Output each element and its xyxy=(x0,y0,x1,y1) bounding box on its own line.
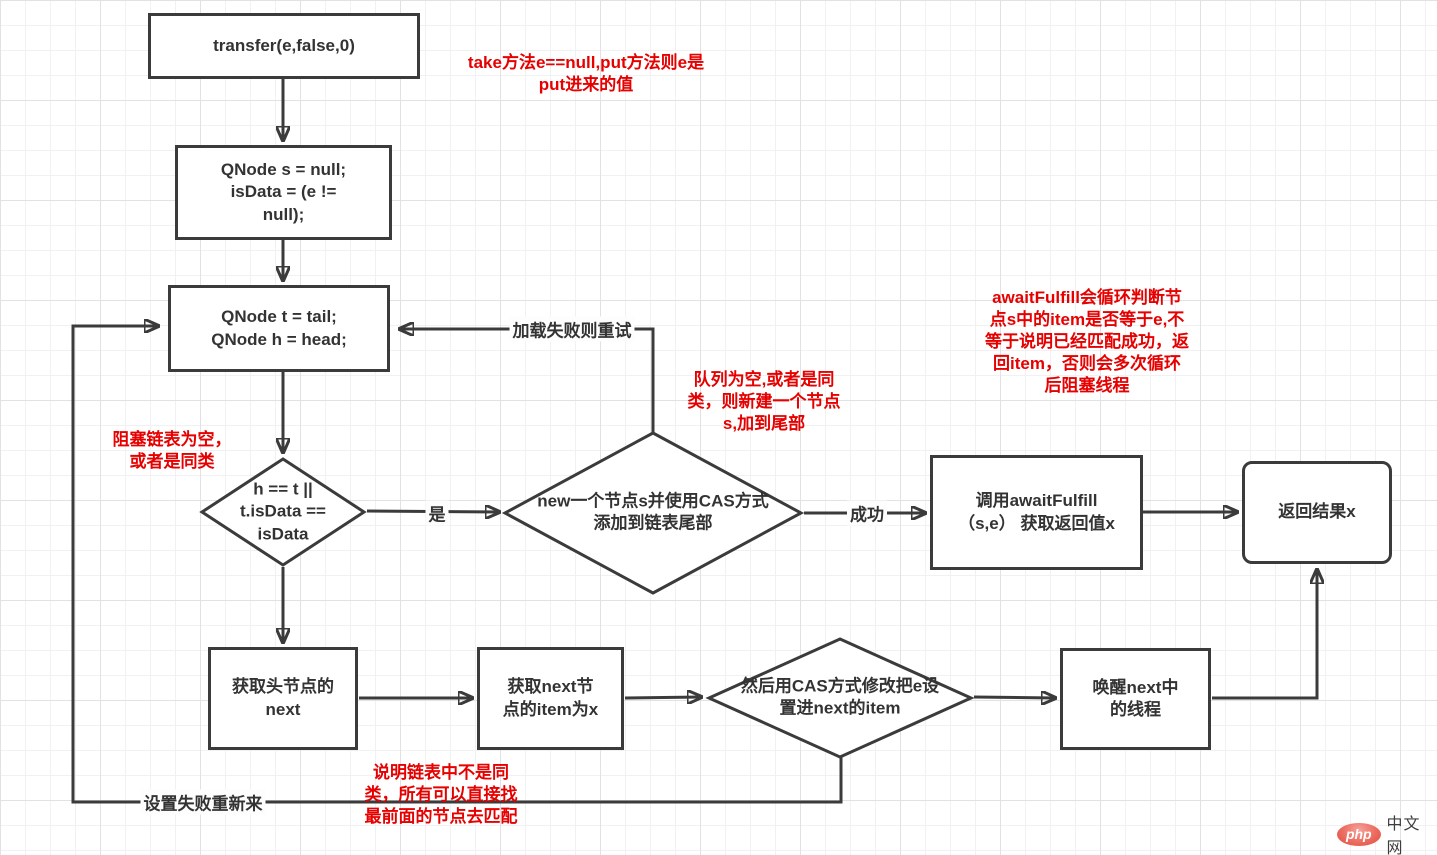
edge-label-load-fail-retry: 加载失败则重试 xyxy=(509,316,635,342)
decision-cas-append: new一个节点s并使用CAS方式 添加到链表尾部 xyxy=(501,430,805,596)
decision-cas-append-label: new一个节点s并使用CAS方式 添加到链表尾部 xyxy=(537,491,769,533)
note-take-put: take方法e==null,put方法则e是 put进来的值 xyxy=(467,53,705,95)
decision-cas-set-item: 然后用CAS方式修改把e设 置进next的item xyxy=(705,636,975,760)
edge-cas-set-to-wake-next xyxy=(973,697,1055,698)
edge-load-fail-retry xyxy=(400,329,655,434)
node-return-result: 返回结果x xyxy=(1242,461,1392,564)
edge-get-next-item-to-cas-set xyxy=(624,697,701,698)
edge-set-fail-retry xyxy=(71,326,843,804)
node-wake-next-thread: 唤醒next中 的线程 xyxy=(1060,648,1211,750)
site-logo-text: 中文网 xyxy=(1386,816,1421,855)
php-logo-icon: php xyxy=(1337,822,1381,846)
edge-label-yes: 是 xyxy=(425,500,449,526)
node-call-awaitfulfill: 调用awaitFulfill （s,e） 获取返回值x xyxy=(930,455,1143,570)
edge-label-set-fail-retry: 设置失败重新来 xyxy=(140,789,266,815)
note-not-same-type: 说明链表中不是同 类，所有可以直接找 最前面的节点去匹配 xyxy=(364,763,518,827)
edge-wake-next-to-return xyxy=(1212,570,1317,700)
edge-label-success: 成功 xyxy=(847,500,887,526)
decision-same-mode: h == t || t.isData == isData xyxy=(199,456,367,568)
note-blocked-list: 阻塞链表为空， 或者是同类 xyxy=(112,430,232,472)
decision-same-mode-label: h == t || t.isData == isData xyxy=(240,479,326,544)
node-init-qnode: QNode s = null; isData = (e != null); xyxy=(175,145,392,240)
node-transfer: transfer(e,false,0) xyxy=(148,13,420,79)
node-read-tail-head: QNode t = tail; QNode h = head; xyxy=(168,285,390,372)
note-awaitfulfill-loop: awaitFulfill会循环判断节 点s中的item是否等于e,不 等于说明已… xyxy=(985,288,1189,396)
decision-cas-set-item-label: 然后用CAS方式修改把e设 置进next的item xyxy=(740,676,940,718)
node-get-next-item: 获取next节 点的item为x xyxy=(477,647,624,750)
node-get-head-next: 获取头节点的 next xyxy=(208,647,358,750)
note-empty-queue: 队列为空,或者是同 类，则新建一个节点 s,加到尾部 xyxy=(687,370,841,434)
site-logo: php 中文网 xyxy=(1337,810,1437,855)
